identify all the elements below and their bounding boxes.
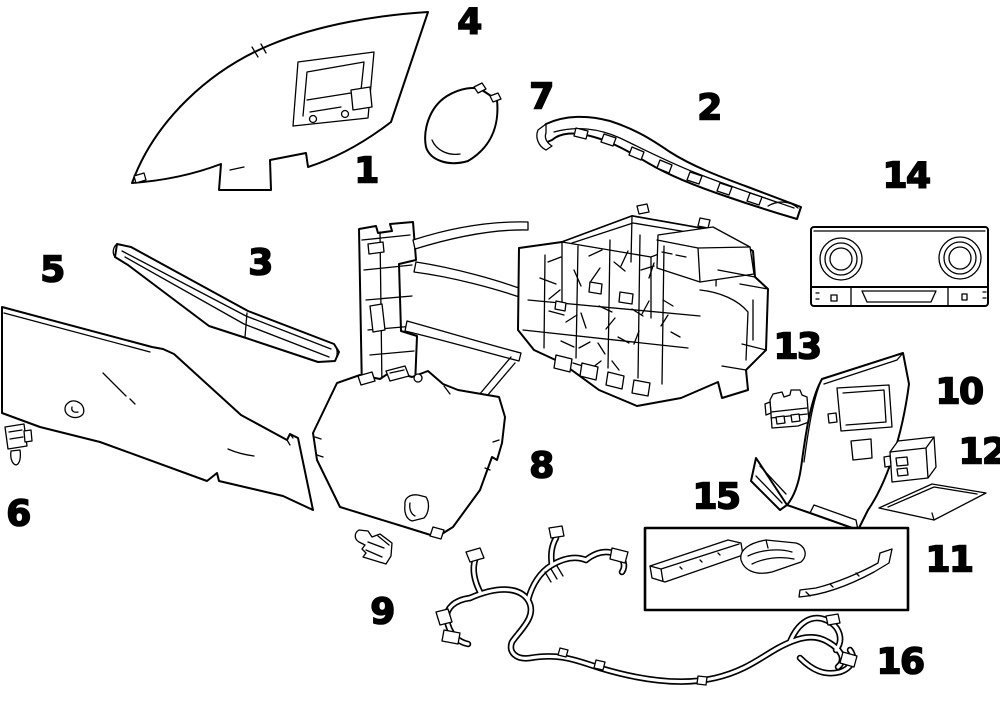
part-number-9: 9 (370, 592, 394, 633)
part-4-trim-panel-drawing (131, 11, 429, 191)
part-number-10: 10 (935, 372, 983, 413)
part-13-connector-drawing (764, 389, 810, 429)
part-number-4: 4 (457, 2, 481, 43)
part-number-6: 6 (6, 494, 30, 535)
part-14-control-panel-drawing (810, 226, 989, 307)
part-number-12: 12 (958, 432, 1000, 473)
part-number-7: 7 (529, 77, 553, 118)
part-8-side-panel-drawing (312, 365, 506, 540)
part-1-console-frame-drawing (355, 203, 769, 451)
part-11-mat-drawing (878, 483, 987, 521)
part-6-clip-drawing (4, 423, 33, 466)
part-7-cover-drawing (424, 82, 502, 165)
part-10-rear-panel-drawing (750, 352, 910, 531)
part-5-side-panel-drawing (1, 306, 314, 511)
part-3-trim-strip-drawing (112, 243, 340, 363)
part-number-13: 13 (773, 327, 820, 368)
part-number-2: 2 (697, 88, 721, 129)
part-number-5: 5 (40, 250, 64, 291)
part-number-11: 11 (925, 540, 972, 581)
part-12-switch-drawing (883, 436, 937, 483)
part-9-bracket-drawing (354, 529, 393, 565)
part-number-3: 3 (248, 243, 272, 284)
part-number-1: 1 (354, 151, 378, 192)
part-number-15: 15 (692, 477, 739, 518)
part-15-kit-box-drawing (643, 526, 910, 612)
part-16-harness-drawing (435, 525, 858, 686)
part-2-bracket-rail-drawing (536, 115, 802, 220)
part-number-8: 8 (529, 446, 553, 487)
part-number-14: 14 (882, 156, 930, 197)
part-number-16: 16 (876, 642, 924, 683)
